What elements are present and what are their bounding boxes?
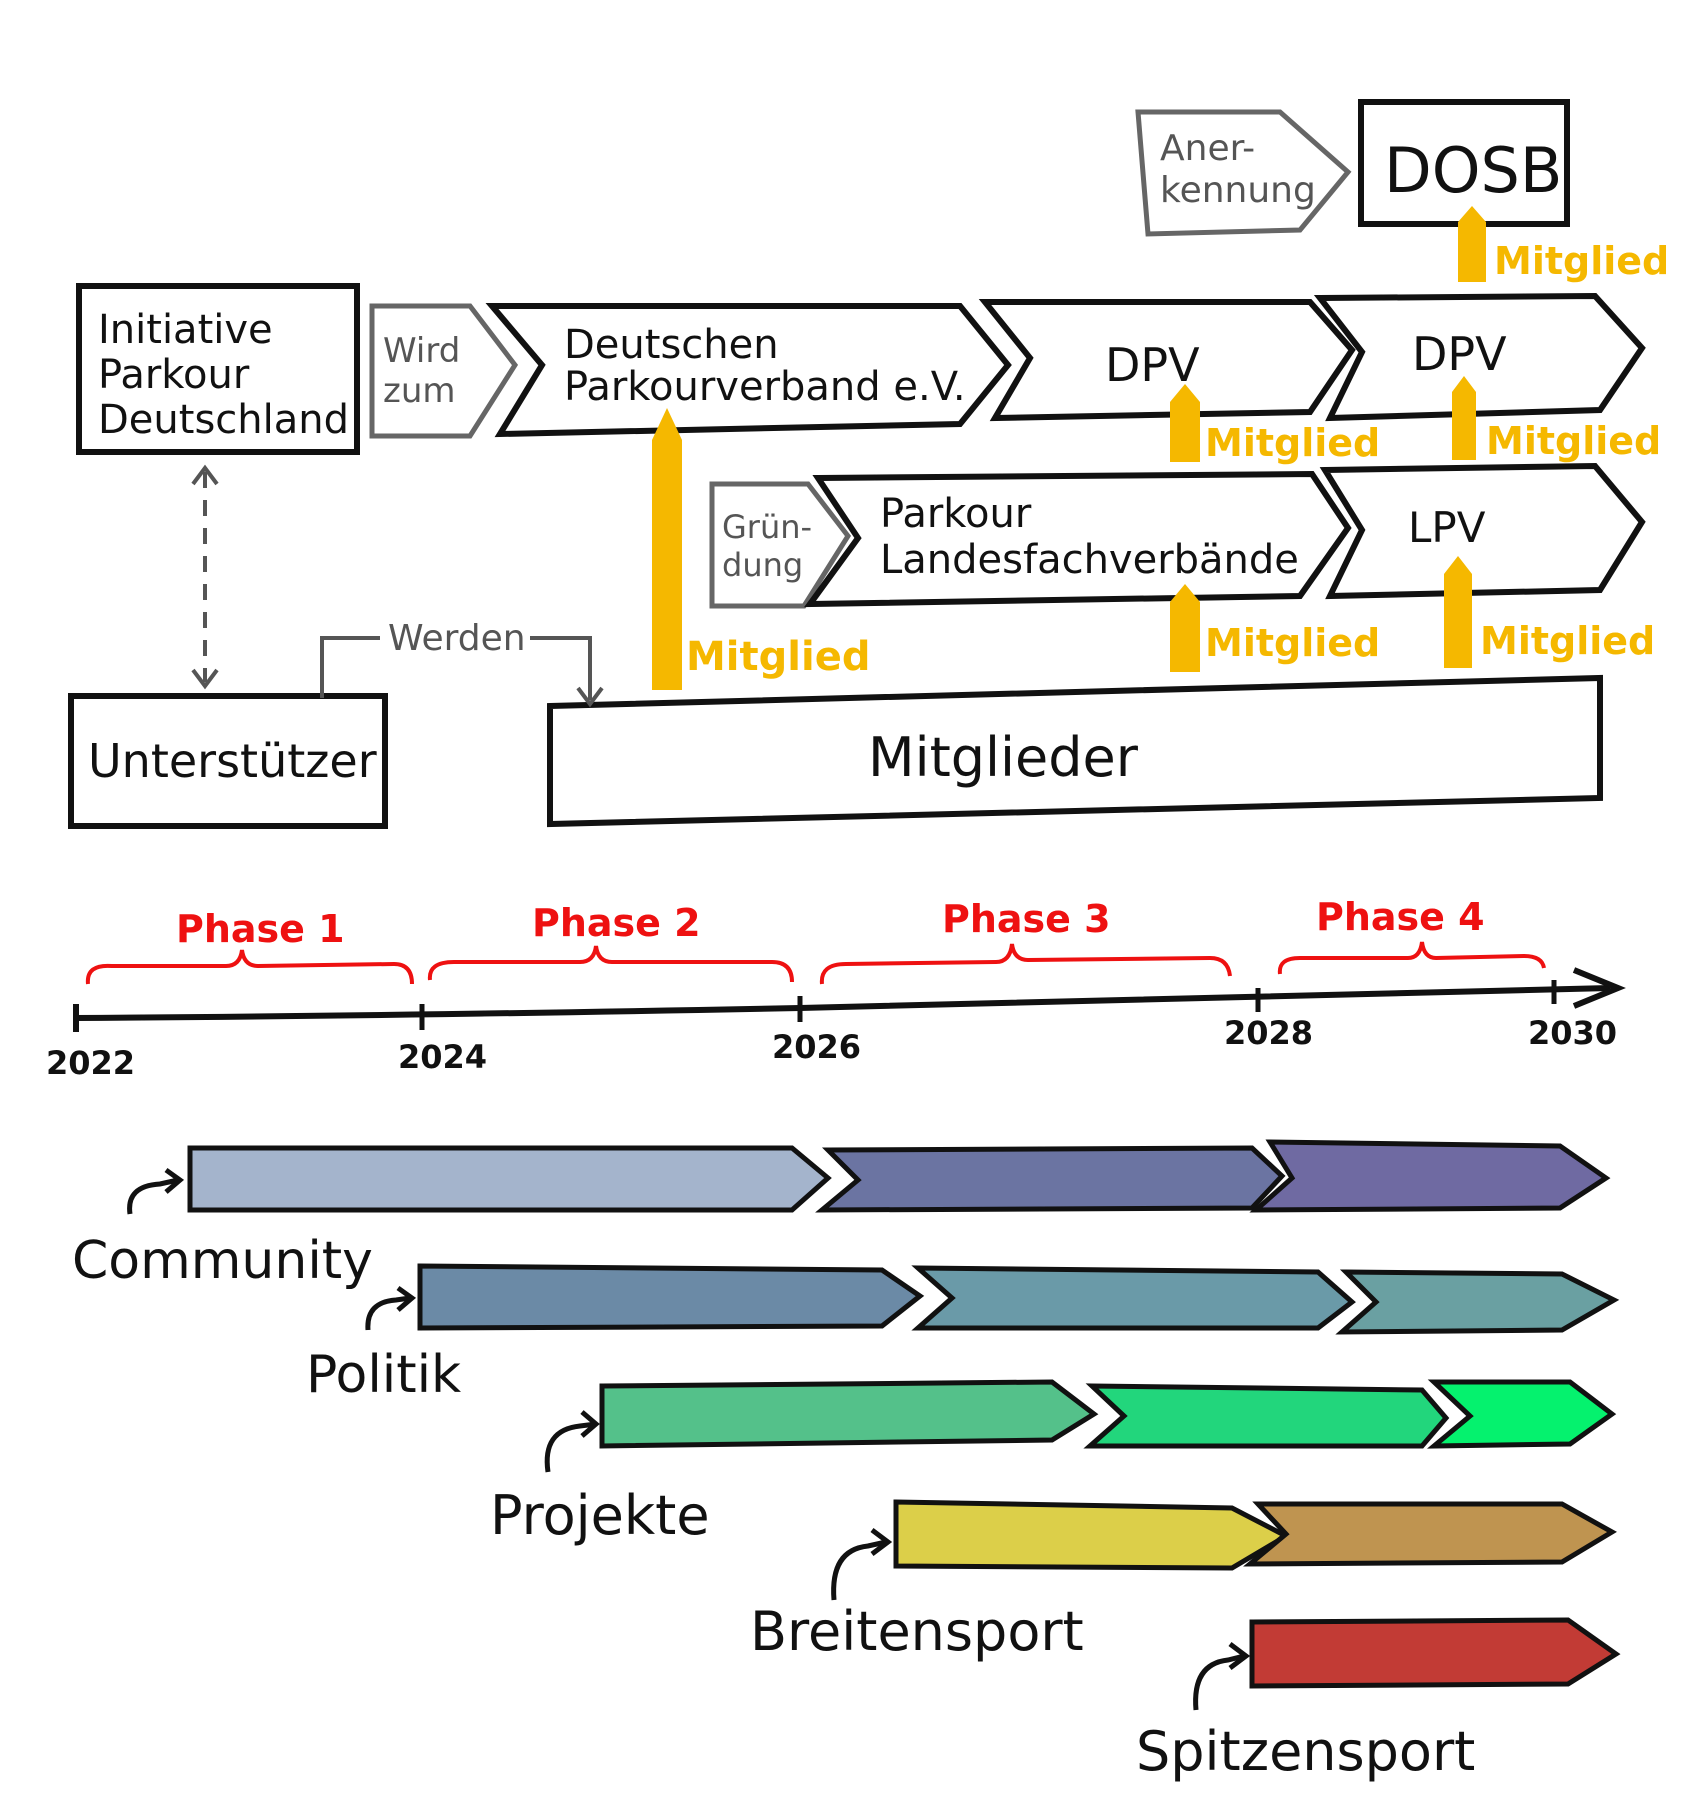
projekte-segment-2	[1083, 1383, 1450, 1449]
track-spitzensport: Spitzensport	[1136, 1617, 1621, 1783]
anerkennung-line-1: Aner-	[1160, 128, 1255, 169]
wird-zum-line-2: zum	[383, 371, 456, 411]
initiative-box: Initiative Parkour Deutschland	[76, 283, 360, 455]
initiative-line-2: Parkour	[98, 352, 250, 398]
gruendung-arrow: Grün- dung	[709, 481, 852, 609]
lfv-line-1: Parkour	[880, 491, 1032, 537]
initiative-line-1: Initiative	[98, 307, 273, 353]
unterstuetzer-label: Unterstützer	[88, 734, 377, 788]
spitzensport-label: Spitzensport	[1136, 1720, 1475, 1783]
phase-4-label: Phase 4	[1316, 895, 1485, 939]
dpv-full-line-2: Parkourverband e.V.	[564, 364, 966, 410]
unterstuetzer-box: Unterstützer	[68, 693, 388, 829]
dpv-chevron-2: DPV	[978, 299, 1356, 422]
dpv-3-label: DPV	[1412, 327, 1507, 381]
dpv-full-line-1: Deutschen	[564, 322, 779, 368]
mitglied-arrow-lfv: Mitglied	[1170, 584, 1380, 672]
wird-zum-arrow: Wird zum	[369, 303, 519, 439]
time-axis: 2022 2024 2026 2028 2030	[46, 967, 1626, 1082]
mitglieder-box: Mitglieder	[547, 674, 1603, 828]
mitglied-arrow-dpv-2: Mitglied	[1170, 384, 1380, 465]
community-segment-2	[815, 1145, 1286, 1213]
community-label: Community	[72, 1231, 373, 1291]
phase-brackets: Phase 1 Phase 2 Phase 3 Phase 4	[85, 895, 1546, 985]
dpv-full-chevron: Deutschen Parkourverband e.V.	[485, 303, 1012, 438]
mitglied-arrow-main: Mitglied	[652, 408, 870, 690]
year-2030: 2030	[1528, 1014, 1617, 1052]
track-community: Community	[72, 1139, 1611, 1291]
track-projekte: Projekte	[490, 1379, 1617, 1547]
mitglied-label-lfv: Mitglied	[1205, 621, 1380, 665]
dashed-double-arrow	[191, 464, 219, 690]
politik-segment-1	[417, 1263, 925, 1331]
werden-connector: Werden	[320, 618, 604, 708]
projekte-segment-3	[1426, 1379, 1617, 1449]
mitglied-label-dpv-3: Mitglied	[1486, 419, 1661, 463]
politik-label: Politik	[306, 1345, 461, 1405]
initiative-line-3: Deutschland	[98, 397, 349, 443]
community-segment-3	[1249, 1139, 1611, 1213]
mitglied-arrow-lpv: Mitglied	[1444, 556, 1655, 668]
lfv-line-2: Landesfachverbände	[880, 537, 1299, 583]
politik-segment-2	[911, 1265, 1356, 1331]
mitglied-label-dosb: Mitglied	[1494, 239, 1669, 283]
gruendung-line-1: Grün-	[722, 508, 812, 546]
track-breitensport: Breitensport	[750, 1499, 1617, 1663]
phase-2-label: Phase 2	[532, 901, 701, 945]
gruendung-line-2: dung	[722, 546, 803, 584]
mitglied-label-dpv-2: Mitglied	[1205, 421, 1380, 465]
politik-segment-3	[1335, 1269, 1620, 1335]
projekte-segment-1	[599, 1379, 1099, 1449]
dosb-box: DOSB	[1358, 99, 1570, 227]
mitglieder-label: Mitglieder	[868, 726, 1139, 789]
projekte-label: Projekte	[490, 1484, 710, 1547]
spitzensport-segment-1	[1249, 1617, 1621, 1689]
year-2026: 2026	[772, 1028, 861, 1066]
werden-label: Werden	[388, 618, 526, 659]
mitglied-label-lpv: Mitglied	[1480, 619, 1655, 663]
breitensport-segment-1	[893, 1499, 1292, 1571]
anerkennung-arrow: Aner- kennung	[1135, 109, 1352, 237]
lfv-chevron: Parkour Landesfachverbände	[804, 470, 1352, 608]
phase-1-label: Phase 1	[176, 907, 345, 951]
mitglied-arrow-dosb: Mitglied	[1458, 206, 1669, 283]
phase-3-label: Phase 3	[942, 897, 1111, 941]
year-2024: 2024	[398, 1038, 487, 1076]
wird-zum-line-1: Wird	[383, 331, 460, 371]
lpv-label: LPV	[1408, 503, 1486, 552]
dpv-2-label: DPV	[1105, 338, 1200, 392]
breitensport-segment-2	[1243, 1501, 1617, 1567]
track-politik: Politik	[306, 1263, 1620, 1405]
year-2028: 2028	[1224, 1014, 1313, 1052]
mitglied-arrow-dpv-3: Mitglied	[1452, 376, 1661, 463]
year-2022: 2022	[46, 1044, 135, 1082]
dpv-chevron-3: DPV	[1313, 292, 1646, 422]
community-segment-1	[187, 1145, 832, 1213]
mitglied-label-main: Mitglied	[686, 634, 870, 680]
anerkennung-line-2: kennung	[1160, 170, 1316, 211]
dosb-label: DOSB	[1384, 134, 1562, 207]
breitensport-label: Breitensport	[750, 1600, 1084, 1663]
lpv-chevron: LPV	[1319, 462, 1646, 600]
